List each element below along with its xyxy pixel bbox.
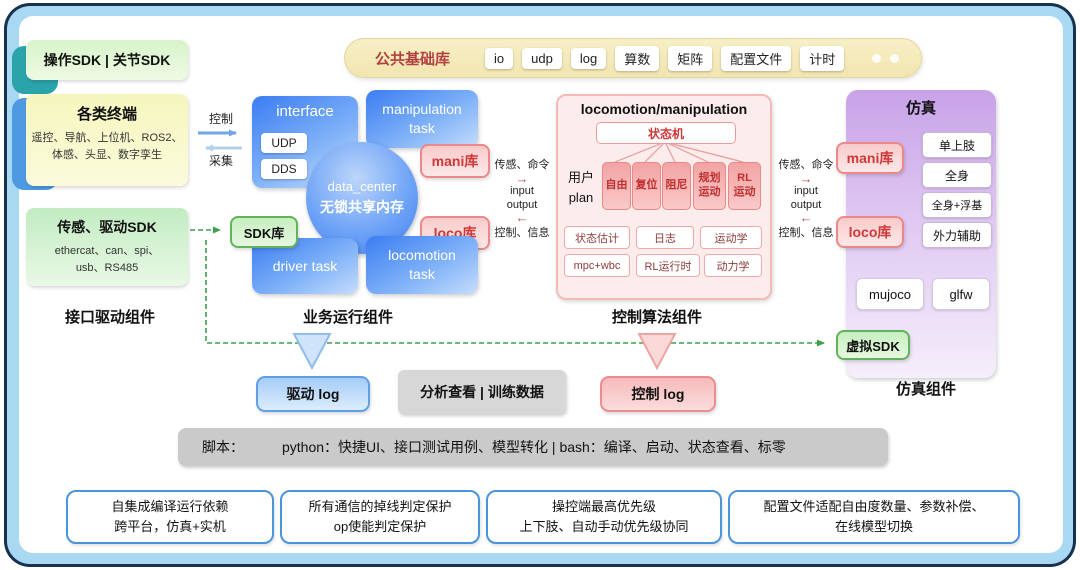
sim-mode-chip-floating-base: 全身+浮基 bbox=[922, 192, 992, 218]
mode-chip-free: 自由 bbox=[602, 162, 631, 210]
mode-chip-rl-motion: RL 运动 bbox=[728, 162, 761, 210]
control-algo-box: locomotion/manipulation 状态机 用户 plan 自由 复… bbox=[556, 94, 772, 300]
section-label-control-algo: 控制算法组件 bbox=[611, 308, 702, 326]
driver-task-label: driver task bbox=[272, 257, 338, 274]
virtual-sdk-chip: 虚拟SDK bbox=[836, 330, 910, 360]
sim-mode-chip-upper-limb: 单上肢 bbox=[922, 132, 992, 158]
io-right-top: 传感、命令 bbox=[778, 159, 834, 171]
lib-chip-log: log bbox=[570, 47, 607, 69]
sensor-sdk-desc: ethercat、can、spi、 usb、RS485 bbox=[54, 245, 160, 275]
feature-card-protection: 所有通信的掉线判定保护 op使能判定保护 bbox=[280, 490, 480, 544]
sensor-sdk-box: 传感、驱动SDK ethercat、can、spi、 usb、RS485 bbox=[26, 208, 188, 286]
locomotion-task-label: locomotion task bbox=[388, 247, 456, 282]
io-left-output: output bbox=[506, 199, 538, 211]
module-chip-state-estimate: 状态估计 bbox=[564, 226, 630, 249]
io-right: 传感、命令 → input output ← 控制、信息 bbox=[772, 156, 840, 240]
user-plan-label: 用户 plan bbox=[567, 170, 594, 205]
fan-lines-svg bbox=[614, 141, 744, 163]
common-lib-bar: 公共基础库 io udp log 算数 矩阵 配置文件 计时 bbox=[344, 38, 922, 78]
io-left-input: input bbox=[510, 185, 534, 197]
feature-text: 配置文件适配自由度数量、参数补偿、 在线模型切换 bbox=[763, 498, 985, 534]
dots-decoration bbox=[872, 53, 905, 63]
data-center-circle: data_center 无锁共享内存 bbox=[306, 142, 418, 254]
sim-mode-chip-full-body: 全身 bbox=[922, 162, 992, 188]
io-left-bottom: 控制、信息 bbox=[494, 227, 550, 239]
scripts-label: 脚本： bbox=[202, 439, 244, 455]
sim-mani-lib-chip: mani库 bbox=[836, 142, 904, 174]
terminals-title: 各类终端 bbox=[76, 106, 137, 123]
lib-chip-io: io bbox=[485, 47, 514, 69]
arrow-right-icon: → bbox=[515, 171, 529, 186]
common-lib-label: 公共基础库 bbox=[375, 50, 451, 68]
io-right-input: input bbox=[794, 185, 818, 197]
manipulation-task-box: manipulation task bbox=[366, 90, 478, 148]
io-right-output: output bbox=[790, 199, 822, 211]
module-chip-dynamics: 动力学 bbox=[704, 254, 762, 277]
dds-chip: DDS bbox=[261, 159, 307, 179]
sim-mode-chip-external-force: 外力辅助 bbox=[922, 222, 992, 248]
io-right-bottom: 控制、信息 bbox=[778, 227, 834, 239]
control-algo-title: locomotion/manipulation bbox=[580, 101, 748, 117]
section-label-business: 业务运行组件 bbox=[302, 308, 393, 326]
terminals-box: 各类终端 遥控、导航、上位机、ROS2、 体感、头显、数字孪生 bbox=[26, 94, 188, 186]
arrow-left-icon: ← bbox=[515, 210, 529, 225]
arrow-right-icon: → bbox=[799, 171, 813, 186]
dot-icon bbox=[890, 53, 899, 63]
feature-text: 所有通信的掉线判定保护 op使能判定保护 bbox=[308, 498, 452, 534]
module-chip-kinematics: 运动学 bbox=[700, 226, 762, 249]
feature-text: 自集成编译运行依赖 跨平台，仿真+实机 bbox=[111, 498, 229, 534]
state-machine-chip: 状态机 bbox=[596, 122, 736, 144]
analysis-box: 分析查看 | 训练数据 bbox=[398, 370, 566, 414]
lib-chip-config: 配置文件 bbox=[721, 45, 792, 71]
glfw-chip: glfw bbox=[932, 278, 990, 310]
locomotion-task-box: locomotion task bbox=[366, 236, 478, 294]
feature-card-config: 配置文件适配自由度数量、参数补偿、 在线模型切换 bbox=[728, 490, 1020, 544]
interface-title: interface bbox=[276, 103, 334, 120]
simulation-title: 仿真 bbox=[905, 100, 936, 117]
io-left: 传感、命令 → input output ← 控制、信息 bbox=[488, 156, 556, 240]
op-sdk-box: 操作SDK | 关节SDK bbox=[26, 40, 188, 80]
manipulation-task-label: manipulation task bbox=[382, 101, 462, 136]
lib-chip-matrix: 矩阵 bbox=[668, 45, 713, 71]
feature-text: 操控端最高优先级 上下肢、自动手动优先级协同 bbox=[519, 498, 689, 534]
mode-chip-damping: 阻尼 bbox=[662, 162, 691, 210]
sensor-sdk-title: 传感、驱动SDK bbox=[57, 219, 157, 235]
module-chip-mpc-wbc: mpc+wbc bbox=[564, 254, 630, 277]
lib-chip-timer: 计时 bbox=[800, 45, 845, 71]
mujoco-chip: mujoco bbox=[856, 278, 924, 310]
control-arrow-label: 控制 bbox=[208, 111, 233, 126]
module-chip-log: 日志 bbox=[636, 226, 694, 249]
mode-chip-planned-motion: 规划 运动 bbox=[693, 162, 726, 210]
sdk-lib-chip: SDK库 bbox=[230, 216, 298, 248]
udp-chip: UDP bbox=[261, 133, 307, 153]
lib-chip-udp: udp bbox=[522, 47, 562, 69]
data-center-subtitle: 无锁共享内存 bbox=[320, 199, 404, 215]
arrow-left-icon: ← bbox=[799, 210, 813, 225]
module-chip-rl-runtime: RL运行时 bbox=[636, 254, 700, 277]
driver-log-chip: 驱动 log bbox=[256, 376, 370, 412]
mani-lib-chip: mani库 bbox=[420, 144, 490, 178]
section-label-simulation: 仿真组件 bbox=[895, 380, 956, 398]
section-label-interface-drive: 接口驱动组件 bbox=[64, 308, 155, 326]
dot-icon bbox=[872, 53, 881, 63]
feature-card-priority: 操控端最高优先级 上下肢、自动手动优先级协同 bbox=[486, 490, 722, 544]
collect-arrow-label: 采集 bbox=[208, 153, 233, 168]
mode-chip-reset: 复位 bbox=[632, 162, 661, 210]
scripts-bar: 脚本： python：快捷UI、接口测试用例、模型转化 | bash：编译、启动… bbox=[178, 428, 888, 466]
terminals-desc: 遥控、导航、上位机、ROS2、 体感、头显、数字孪生 bbox=[31, 132, 183, 162]
op-sdk-label: 操作SDK | 关节SDK bbox=[43, 52, 171, 68]
feature-card-build: 自集成编译运行依赖 跨平台，仿真+实机 bbox=[66, 490, 274, 544]
sim-loco-lib-chip: loco库 bbox=[836, 216, 904, 248]
io-left-top: 传感、命令 bbox=[494, 159, 550, 171]
control-log-chip: 控制 log bbox=[600, 376, 716, 412]
lib-chip-math: 算数 bbox=[615, 45, 660, 71]
data-center-name: data_center bbox=[327, 179, 397, 194]
scripts-content: python：快捷UI、接口测试用例、模型转化 | bash：编译、启动、状态查… bbox=[282, 439, 786, 455]
